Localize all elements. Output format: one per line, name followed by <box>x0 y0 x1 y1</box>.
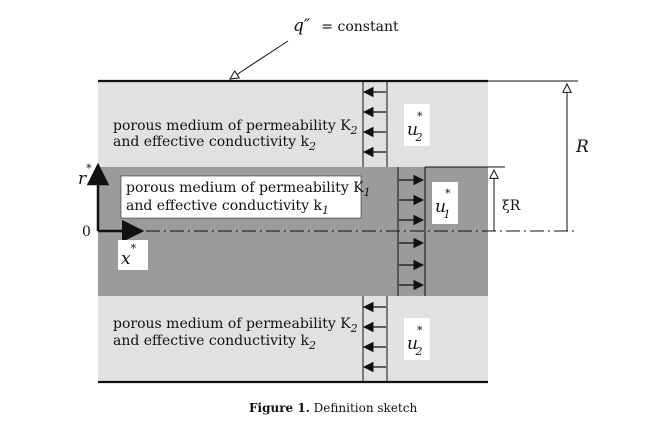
u2-top-label: u*2 <box>407 110 423 144</box>
figure-caption: Figure 1. Definition sketch <box>249 401 417 415</box>
outer-radius-label: R <box>575 137 589 157</box>
r-axis-label: r* <box>78 162 92 189</box>
heat-flux-pointer <box>230 40 289 79</box>
u2-bottom-box <box>404 318 430 360</box>
outer-top-label-line2: and effective conductivity k2 <box>113 134 316 153</box>
inner-radius-label: ξR <box>502 198 521 214</box>
outer-bottom-label-box <box>108 312 326 350</box>
inner-label-line2: and effective conductivity k1 <box>126 198 329 217</box>
u2-top-box <box>404 104 430 146</box>
outer-top-label-box <box>108 114 324 154</box>
u2-bottom-label: u*2 <box>407 324 423 358</box>
x-axis-label: x* <box>121 242 137 269</box>
u1-box <box>432 182 458 224</box>
inner-velocity-arrows <box>399 174 425 291</box>
u1-label: u*1 <box>435 187 451 221</box>
heat-flux-label: q″ = constant <box>293 16 399 36</box>
inner-label-line1: porous medium of permeability K1 <box>126 180 371 199</box>
outer-top-velocity-arrows <box>362 86 386 158</box>
origin-label: 0 <box>82 224 91 240</box>
outer-bottom-velocity-arrows <box>362 301 386 373</box>
x-axis-label-box <box>118 240 148 270</box>
inner-label-box <box>120 175 362 219</box>
outer-bottom-label-line2: and effective conductivity k2 <box>113 333 316 352</box>
outer-bottom-label-line1: porous medium of permeability K2 <box>113 316 358 335</box>
outer-top-label-line1: porous medium of permeability K2 <box>113 118 358 137</box>
